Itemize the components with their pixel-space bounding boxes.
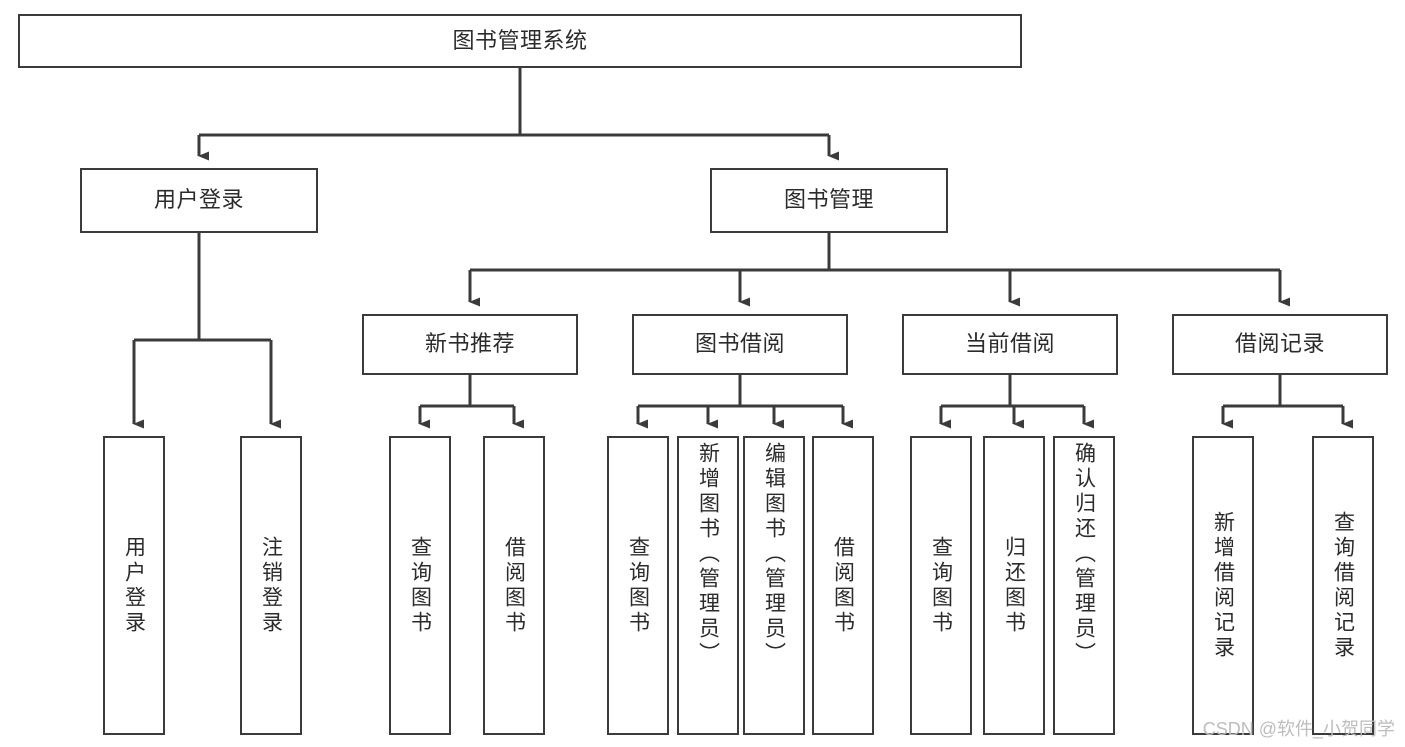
node-leaf-query-borrow-record[interactable]: 查询借阅记录 [1312,436,1374,735]
node-leaf-query-book-3[interactable]: 查询图书 [910,436,972,735]
node-leaf-logout-login[interactable]: 注销登录 [240,436,302,735]
node-book-borrow[interactable]: 图书借阅 [632,314,848,375]
node-label-book-borrow: 图书借阅 [694,331,785,357]
node-label-leaf-borrow-book-2: 借阅图书 [831,535,855,636]
node-new-book-recommend[interactable]: 新书推荐 [362,314,578,375]
node-label-current-borrow: 当前借阅 [964,331,1055,357]
node-leaf-return-book[interactable]: 归还图书 [983,436,1045,735]
node-leaf-query-book-1[interactable]: 查询图书 [389,436,451,735]
node-label-leaf-edit-book: 编辑图书（管理员） [762,442,786,667]
node-label-leaf-query-borrow-record: 查询借阅记录 [1331,510,1355,661]
node-label-leaf-confirm-return: 确认归还（管理员） [1072,442,1096,667]
node-label-leaf-return-book: 归还图书 [1002,535,1026,636]
node-leaf-borrow-book-2[interactable]: 借阅图书 [812,436,874,735]
node-leaf-confirm-return[interactable]: 确认归还（管理员） [1053,436,1115,735]
node-borrow-record[interactable]: 借阅记录 [1172,314,1388,375]
node-leaf-query-book-2[interactable]: 查询图书 [607,436,669,735]
node-leaf-add-borrow-record[interactable]: 新增借阅记录 [1192,436,1254,735]
node-current-borrow[interactable]: 当前借阅 [902,314,1118,375]
node-label-leaf-query-book-1: 查询图书 [408,535,432,636]
node-label-book-manage: 图书管理 [783,187,874,213]
node-root[interactable]: 图书管理系统 [18,14,1022,68]
node-label-borrow-record: 借阅记录 [1234,331,1325,357]
node-leaf-edit-book[interactable]: 编辑图书（管理员） [743,436,805,735]
node-label-leaf-add-book: 新增图书（管理员） [696,442,720,667]
node-label-leaf-logout-login: 注销登录 [259,535,283,636]
node-label-user-login: 用户登录 [153,187,244,213]
node-book-manage[interactable]: 图书管理 [710,168,948,233]
node-leaf-add-book[interactable]: 新增图书（管理员） [677,436,739,735]
node-leaf-borrow-book-1[interactable]: 借阅图书 [483,436,545,735]
node-label-leaf-borrow-book-1: 借阅图书 [502,535,526,636]
node-label-leaf-query-book-2: 查询图书 [626,535,650,636]
node-label-leaf-query-book-3: 查询图书 [929,535,953,636]
node-label-new-book-recommend: 新书推荐 [424,331,515,357]
watermark-text: CSDN @软件_小贺同学 [1202,719,1395,739]
node-label-root: 图书管理系统 [452,27,588,53]
node-label-leaf-add-borrow-record: 新增借阅记录 [1211,510,1235,661]
node-label-leaf-user-login: 用户登录 [122,535,146,636]
node-leaf-user-login[interactable]: 用户登录 [103,436,165,735]
node-user-login[interactable]: 用户登录 [80,168,318,233]
